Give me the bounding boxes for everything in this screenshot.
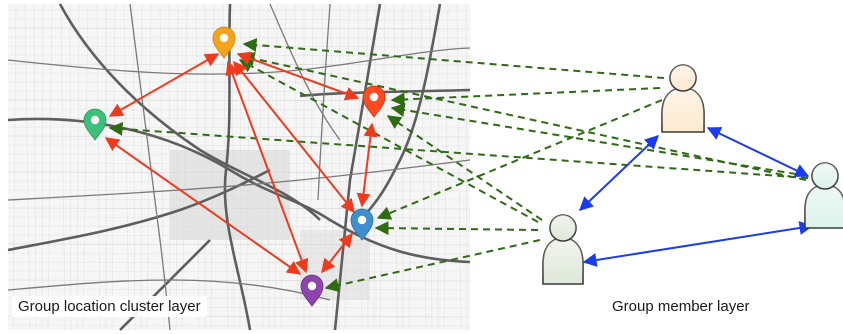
link-right-to-green	[108, 121, 809, 179]
person-icon-member-top	[661, 64, 705, 133]
location-pin-icon-purple	[300, 274, 324, 307]
location-pin-icon-red	[362, 85, 386, 118]
link-bottom-to-red	[386, 115, 543, 221]
location-layer-caption: Group location cluster layer	[12, 296, 207, 317]
location-pin-icon-blue	[350, 208, 374, 241]
link-bottom-right	[582, 221, 814, 267]
link-red-blue	[356, 122, 378, 208]
link-top-to-red	[390, 87, 661, 107]
person-icon-member-right	[804, 162, 843, 229]
link-top-bottom	[578, 135, 660, 211]
group-members	[542, 64, 843, 285]
location-pin-icon-green	[83, 108, 107, 141]
member-layer-caption: Group member layer	[612, 298, 750, 315]
link-orange-green	[108, 53, 220, 117]
link-top-right	[706, 127, 810, 177]
city-map	[7, 3, 471, 331]
link-green-purple	[104, 137, 302, 275]
link-top-to-orange	[242, 38, 665, 79]
location-links	[104, 51, 378, 275]
link-bottom-to-blue	[374, 221, 539, 236]
member-member-links	[578, 127, 814, 267]
link-blue-purple	[321, 232, 353, 274]
location-pins	[83, 26, 386, 307]
person-icon-member-bottom	[542, 214, 584, 285]
link-top-to-blue	[376, 99, 663, 220]
link-bottom-to-purple	[324, 239, 541, 293]
location-pin-icon-orange	[212, 26, 236, 59]
